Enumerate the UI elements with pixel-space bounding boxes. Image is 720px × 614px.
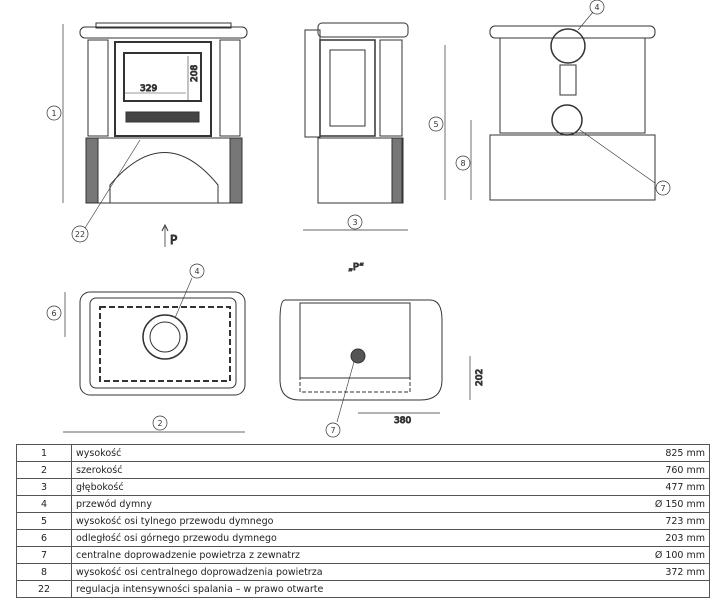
side-view [303, 22, 409, 231]
glass-width-label: 329 [140, 84, 157, 94]
callout-7-section: 7 [330, 426, 335, 435]
glass-height-label: 208 [190, 65, 200, 82]
row-value: 723 mm [590, 512, 711, 530]
row-number: 5 [16, 512, 72, 530]
row-number: 3 [16, 478, 72, 496]
row-number: 4 [16, 495, 72, 513]
technical-drawing: 329 208 P „P“ [46, 0, 671, 438]
row-number: 7 [16, 546, 72, 564]
row-description: wysokość [71, 444, 591, 462]
callout-8: 8 [460, 159, 465, 168]
row-description: centralne doprowadzenie powietrza z zewn… [71, 546, 591, 564]
view-label: „P“ [348, 262, 364, 273]
row-description: głębokość [71, 478, 591, 496]
top-view [63, 277, 246, 433]
callout-6: 6 [51, 309, 56, 318]
row-number: 2 [16, 461, 72, 479]
front-view [62, 22, 248, 247]
callout-4-top: 4 [194, 267, 199, 276]
row-value: 477 mm [590, 478, 711, 496]
door-glass [123, 52, 202, 102]
callout-1: 1 [51, 109, 56, 118]
callout-7-back: 7 [660, 184, 665, 193]
row-description: wysokość osi centralnego doprowadzenia p… [71, 563, 591, 581]
row-description: wysokość osi tylnego przewodu dymnego [71, 512, 591, 530]
section-width-label: 380 [394, 416, 411, 426]
section-view [279, 299, 471, 423]
row-description: przewód dymny [71, 495, 591, 513]
section-height-label: 202 [475, 369, 485, 386]
callout-2: 2 [157, 419, 162, 428]
callout-22: 22 [75, 230, 85, 239]
row-value: 760 mm [590, 461, 711, 479]
row-value: 825 mm [590, 444, 711, 462]
row-number: 8 [16, 563, 72, 581]
view-arrow-label: P [170, 233, 177, 247]
row-number: 6 [16, 529, 72, 547]
row-description: szerokość [71, 461, 591, 479]
callout-5: 5 [433, 120, 438, 129]
row-value: 372 mm [590, 563, 711, 581]
row-number: 22 [16, 580, 72, 598]
row-number: 1 [16, 444, 72, 462]
callout-3: 3 [352, 218, 357, 227]
row-description: regulacja intensywności spalania – w pra… [71, 580, 591, 598]
row-value: Ø 150 mm [590, 495, 711, 513]
row-value [590, 580, 711, 598]
callout-4-back: 4 [594, 3, 599, 12]
row-description: odległość osi górnego przewodu dymnego [71, 529, 591, 547]
row-value: 203 mm [590, 529, 711, 547]
row-value: Ø 100 mm [590, 546, 711, 564]
back-view [444, 11, 656, 201]
